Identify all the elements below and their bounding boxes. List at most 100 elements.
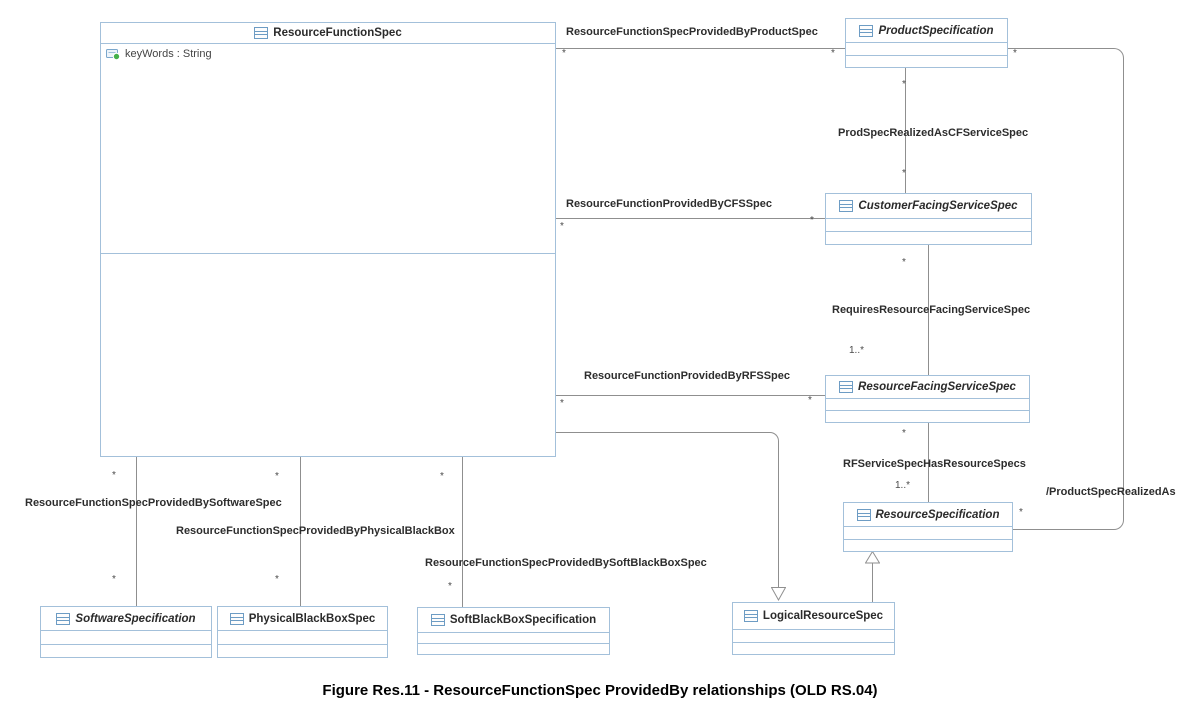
assoc-line-providedby-productspec (556, 48, 845, 49)
attributes-compartment (218, 631, 387, 645)
attributes-compartment (826, 399, 1029, 411)
class-header: ResourceFunctionSpec (101, 23, 555, 44)
assoc-label-providedby-rfsspec: ResourceFunctionProvidedByRFSSpec (584, 370, 790, 382)
class-resourcefacingservicespec: ResourceFacingServiceSpec (825, 375, 1030, 423)
class-productspecification: ProductSpecification (845, 18, 1008, 68)
multiplicity: * (275, 574, 279, 585)
operations-compartment (826, 232, 1031, 244)
multiplicity: * (1013, 48, 1017, 59)
operations-compartment (846, 56, 1007, 68)
class-softwarespecification: SoftwareSpecification (40, 606, 212, 658)
class-title: SoftBlackBoxSpecification (449, 614, 597, 626)
class-header: ResourceSpecification (844, 503, 1012, 527)
operations-compartment (826, 411, 1029, 422)
generalization-line-lrs-to-resourcespecification (872, 563, 873, 602)
assoc-label-providedby-productspec: ResourceFunctionSpecProvidedByProductSpe… (566, 26, 818, 38)
attributes-compartment: keyWords : String (101, 44, 555, 254)
assoc-line-prodspec-realizedas-cfsspec (905, 68, 906, 193)
uml-class-icon (839, 381, 854, 393)
assoc-label-providedby-physicalblackbox: ResourceFunctionSpecProvidedByPhysicalBl… (176, 525, 455, 537)
assoc-line-productspec-realizedas (1008, 48, 1124, 530)
multiplicity: * (902, 79, 906, 90)
class-title: ResourceFunctionSpec (273, 27, 402, 39)
multiplicity: * (902, 428, 906, 439)
class-title: ResourceSpecification (875, 508, 1000, 521)
assoc-line-providedby-physicalblackbox (300, 457, 301, 606)
multiplicity: * (808, 395, 812, 406)
operations-compartment (418, 644, 609, 654)
attributes-compartment (733, 630, 894, 643)
multiplicity: * (1019, 507, 1023, 518)
operations-compartment (733, 643, 894, 655)
class-header: SoftwareSpecification (41, 607, 211, 631)
class-header: SoftBlackBoxSpecification (418, 608, 609, 633)
class-header: LogicalResourceSpec (733, 603, 894, 630)
class-softblackboxspecification: SoftBlackBoxSpecification (417, 607, 610, 655)
attributes-compartment (846, 43, 1007, 56)
multiplicity: 1..* (895, 480, 911, 491)
attributes-compartment (41, 631, 211, 645)
assoc-line-rfsspec-has-resourcespecs (928, 423, 929, 502)
class-title: SoftwareSpecification (75, 612, 196, 625)
generalization-arrow-down-icon (771, 587, 786, 601)
operations-compartment (844, 540, 1012, 552)
class-header: ResourceFacingServiceSpec (826, 376, 1029, 399)
assoc-label-rfsspec-has-resourcespecs: RFServiceSpecHasResourceSpecs (843, 458, 1026, 470)
assoc-label-providedby-softwarespec: ResourceFunctionSpecProvidedBySoftwareSp… (25, 497, 282, 509)
operations-compartment (218, 645, 387, 658)
uml-class-icon (430, 614, 445, 626)
assoc-line-providedby-softwarespec (136, 457, 137, 606)
uml-class-icon (859, 24, 874, 37)
multiplicity: * (562, 48, 566, 59)
assoc-line-providedby-rfsspec (556, 395, 825, 396)
class-resourcespecification: ResourceSpecification (843, 502, 1013, 552)
operations-compartment (101, 254, 555, 456)
class-customerfacingservicespec: CustomerFacingServiceSpec (825, 193, 1032, 245)
class-title: CustomerFacingServiceSpec (858, 200, 1018, 212)
class-title: ProductSpecification (878, 24, 994, 37)
assoc-label-prodspec-realizedas-cfsspec: ProdSpecRealizedAsCFServiceSpec (838, 127, 1029, 139)
assoc-line-providedby-cfsspec (556, 218, 825, 219)
multiplicity: * (112, 470, 116, 481)
attributes-compartment (826, 219, 1031, 232)
uml-attribute-icon (106, 48, 121, 60)
multiplicity: * (440, 471, 444, 482)
figure-caption: Figure Res.11 - ResourceFunctionSpec Pro… (322, 682, 878, 699)
uml-class-icon (229, 612, 244, 625)
multiplicity: 1..* (849, 345, 865, 356)
assoc-line-requires-rfsspec (928, 245, 929, 375)
assoc-label-productspec-realizedas: /ProductSpecRealizedAs (1046, 486, 1176, 498)
generalization-arrow-up-icon (865, 551, 880, 564)
uml-class-icon (839, 200, 854, 212)
operations-compartment (41, 645, 211, 658)
class-title: PhysicalBlackBoxSpec (248, 612, 376, 625)
class-header: ProductSpecification (846, 19, 1007, 43)
uml-class-icon (56, 612, 71, 625)
class-physicalblackboxspec: PhysicalBlackBoxSpec (217, 606, 388, 658)
assoc-line-providedby-softblackbox (462, 457, 463, 607)
multiplicity: * (560, 398, 564, 409)
attribute-row: keyWords : String (101, 44, 555, 60)
multiplicity: * (112, 574, 116, 585)
assoc-label-providedby-cfsspec: ResourceFunctionProvidedByCFSSpec (566, 198, 772, 210)
attributes-compartment (844, 527, 1012, 540)
multiplicity: * (902, 168, 906, 179)
class-header: PhysicalBlackBoxSpec (218, 607, 387, 631)
class-resourcefunctionspec: ResourceFunctionSpec keyWords : String (100, 22, 556, 457)
assoc-label-providedby-softblackbox: ResourceFunctionSpecProvidedBySoftBlackB… (425, 557, 707, 569)
uml-class-icon (743, 610, 758, 622)
multiplicity: * (275, 471, 279, 482)
multiplicity: * (448, 581, 452, 592)
uml-class-icon (254, 27, 269, 39)
class-logicalresourcespec: LogicalResourceSpec (732, 602, 895, 655)
attributes-compartment (418, 633, 609, 644)
uml-class-icon (856, 508, 871, 521)
class-title: ResourceFacingServiceSpec (858, 381, 1016, 393)
multiplicity: * (831, 48, 835, 59)
class-header: CustomerFacingServiceSpec (826, 194, 1031, 219)
class-title: LogicalResourceSpec (762, 610, 884, 622)
multiplicity: * (560, 221, 564, 232)
assoc-label-requires-rfsspec: RequiresResourceFacingServiceSpec (832, 304, 1031, 316)
generalization-line-rfs-to-logicalresourcespec (556, 432, 779, 589)
